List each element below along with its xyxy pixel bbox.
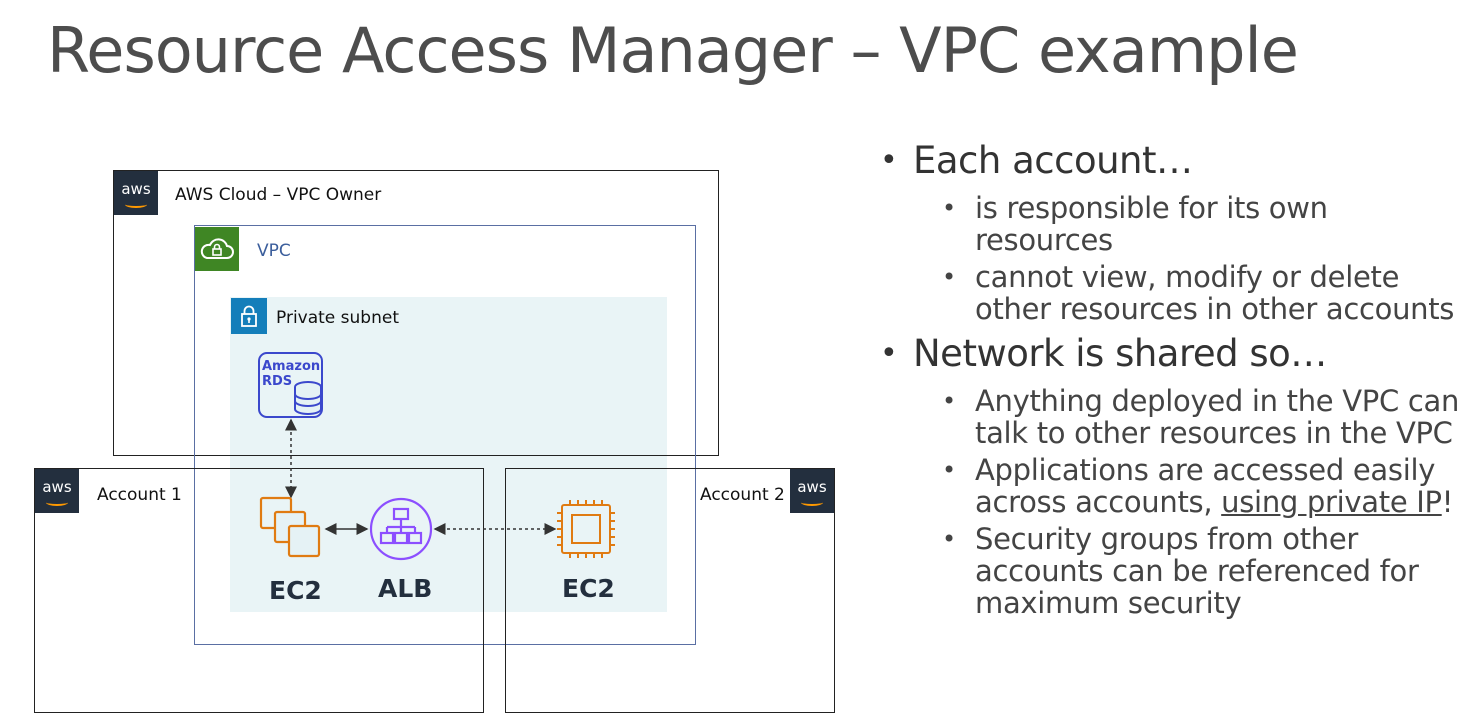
ec2-right-label: EC2 [562, 574, 615, 603]
bullet-applications-accessed: Applications are accessed easily across … [880, 454, 1470, 518]
account-2-label: Account 2 [700, 485, 785, 505]
account-1-box [34, 468, 484, 713]
vpc-cloud-icon [195, 227, 239, 271]
private-subnet-area [230, 297, 667, 612]
rds-label: Amazon RDS [262, 359, 321, 389]
ec2-instances-icon [259, 496, 321, 558]
bullet-list: Each account… is responsible for its own… [880, 140, 1470, 624]
vpc-box [194, 225, 696, 645]
bullet-each-account: Each account… [880, 140, 1470, 183]
vpc-label: VPC [257, 241, 291, 261]
rds-icon [258, 352, 323, 418]
account-1-label: Account 1 [97, 485, 182, 505]
account-2-box [505, 468, 835, 713]
private-ip-underline: using private IP [1221, 485, 1442, 519]
aws-logo-icon: aws [790, 469, 834, 513]
lock-icon [231, 298, 267, 334]
alb-icon [369, 497, 433, 561]
bullet-security-groups: Security groups from other accounts can … [880, 523, 1470, 619]
bullet-cannot-view: cannot view, modify or delete other reso… [880, 261, 1470, 325]
slide-title: Resource Access Manager – VPC example [47, 14, 1299, 87]
ec2-left-label: EC2 [269, 576, 322, 605]
ec2-chip-icon [557, 500, 615, 558]
bullet-network-shared: Network is shared so… [880, 333, 1470, 376]
bullet-responsible: is responsible for its own resources [880, 192, 1470, 256]
subnet-label: Private subnet [276, 308, 399, 328]
bullet-anything-deployed: Anything deployed in the VPC can talk to… [880, 385, 1470, 449]
cloud-label: AWS Cloud – VPC Owner [175, 185, 382, 205]
aws-logo-icon: aws [35, 469, 79, 513]
aws-cloud-vpc-owner-box [113, 170, 719, 456]
aws-logo-icon: aws [114, 171, 158, 215]
alb-label: ALB [378, 574, 433, 603]
